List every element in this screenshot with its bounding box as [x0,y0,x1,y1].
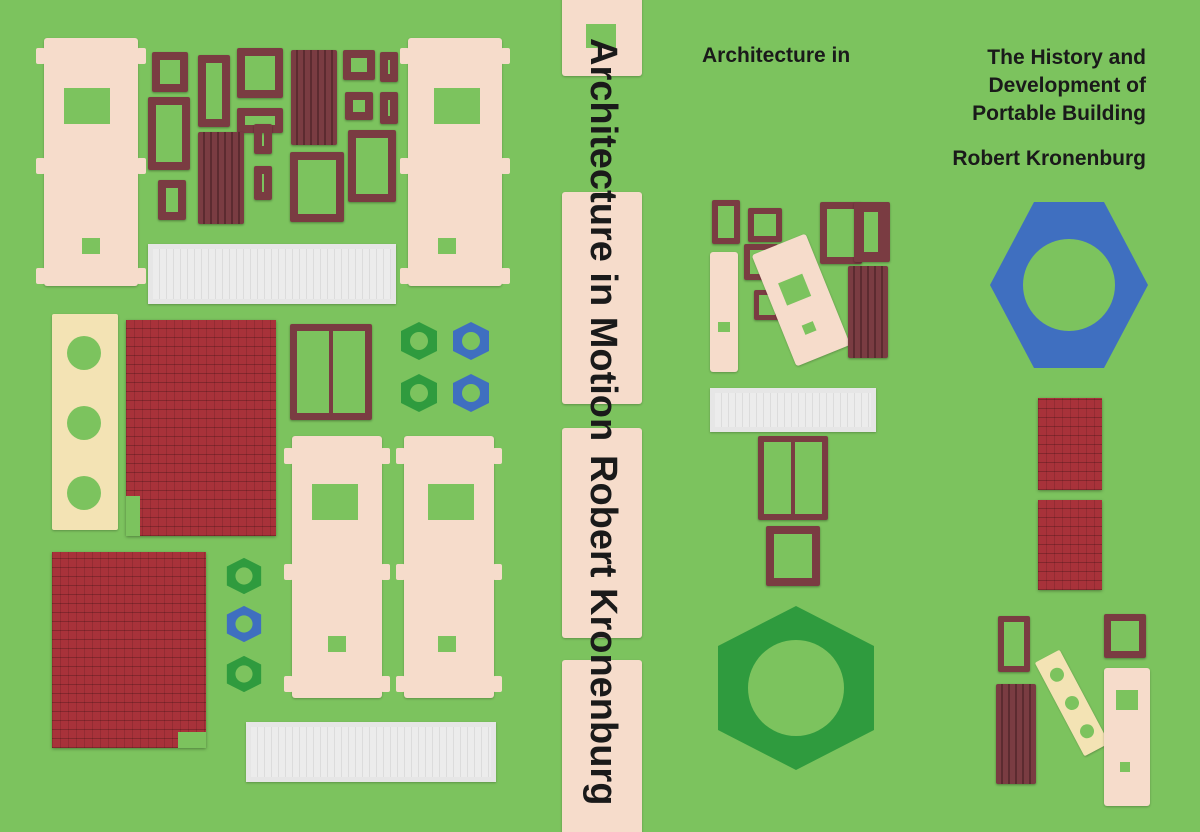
spine-wall-piece [562,192,642,404]
green-nut [401,374,437,412]
window-frame [712,200,740,244]
wooden-plank [52,314,118,530]
door-grille [996,684,1036,784]
window-frame [198,55,230,127]
window-frame [766,526,820,586]
spine-wall-piece [562,660,642,832]
door-grille [291,50,337,145]
blue-nut [453,374,489,412]
subtitle-line: Development of [988,74,1146,97]
front-author: Robert Kronenburg [952,147,1146,170]
wall-panel [396,436,502,698]
wall-panel [284,436,390,698]
wooden-plank [1034,649,1110,757]
spine-wall-piece [562,428,642,638]
wall-panel [710,252,738,372]
subtitle-line: Portable Building [972,102,1146,125]
window-frame [345,92,373,120]
door-frame [758,436,828,520]
window-frame [290,152,344,222]
window-frame [380,52,398,82]
spine-title: Architecture in Motion [582,38,624,442]
window-frame [254,124,272,154]
green-nut [401,322,437,360]
window-frame [380,92,398,124]
door-grille [198,132,244,224]
subtitle-line: The History and [987,46,1146,69]
window-frame [998,616,1030,672]
door-frame [290,324,372,420]
spine: Architecture in Motion Robert Kronenburg [552,0,654,832]
wall-panel [400,38,510,286]
window-frame [152,52,188,92]
roof-tile-panel [126,320,276,536]
front-cover: Architecture in The History and Developm… [654,0,1200,832]
green-nut [226,655,262,693]
window-frame [1104,614,1146,658]
front-subtitle: The History and Development of Portable … [886,44,1146,128]
window-sill [246,722,496,782]
wall-panel [1104,668,1150,806]
blue-nut [226,605,262,643]
spine-text: Architecture in Motion Robert Kronenburg [552,0,654,832]
window-frame [148,97,190,170]
window-frame [343,50,375,80]
door-grille [848,266,888,358]
front-title: Architecture in [702,44,851,67]
back-cover [0,0,552,832]
window-frame [748,208,782,242]
roof-tile-panel [1038,398,1102,490]
window-sill [148,244,396,304]
window-frame [237,48,283,98]
blue-nut [453,322,489,360]
roof-tile-panel [1038,500,1102,590]
large-green-nut [718,606,874,770]
wall-panel [36,38,146,286]
large-blue-nut [990,202,1148,368]
window-frame [348,130,396,202]
roof-tile-panel [52,552,206,748]
window-frame [254,166,272,200]
spine-author: Robert Kronenburg [582,455,624,806]
green-nut [226,557,262,595]
window-sill [710,388,876,432]
spine-wall-piece [562,0,642,76]
window-frame [158,180,186,220]
frame-piece [854,202,890,262]
